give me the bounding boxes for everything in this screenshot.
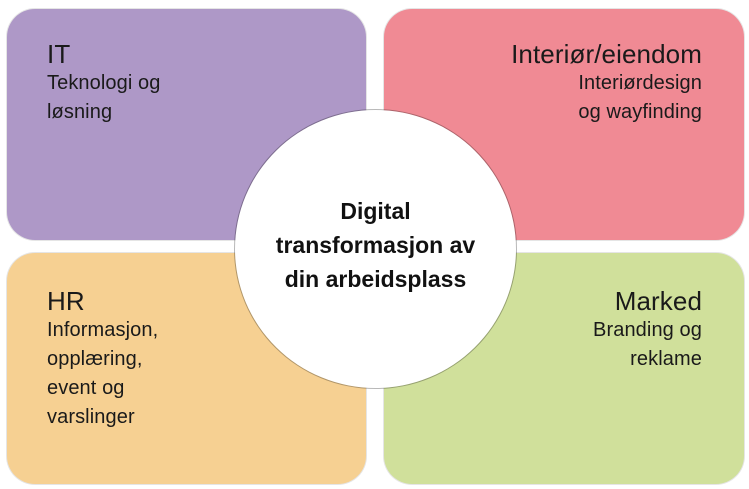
quadrant-interior-property: Interiør/eiendom Interiørdesign og wayfi… xyxy=(384,9,744,240)
quadrant-it-text: IT Teknologi og løsning xyxy=(47,39,161,127)
center-title: Digital transformasjon av din arbeidspla… xyxy=(275,198,476,292)
quadrant-interior-property-text: Interiør/eiendom Interiørdesign og wayfi… xyxy=(511,39,702,127)
quadrant-it-title: IT xyxy=(47,39,71,69)
quadrant-interior-property-title: Interiør/eiendom xyxy=(511,39,702,69)
quadrant-hr-title: HR xyxy=(47,286,85,316)
quadrant-marketing-text: Marked Branding og reklame xyxy=(593,286,702,374)
quadrant-marketing-title: Marked xyxy=(614,286,702,316)
quadrant-hr-description: Informasjon, opplæring, event og varslin… xyxy=(47,319,159,428)
quadrant-it: IT Teknologi og løsning xyxy=(7,9,366,240)
center-circle: Digital transformasjon av din arbeidspla… xyxy=(235,110,516,388)
quadrant-hr-text: HR Informasjon, opplæring, event og vars… xyxy=(47,286,158,432)
quadrant-marketing-description: Branding og reklame xyxy=(593,319,702,370)
quadrant-interior-property-description: Interiørdesign og wayfinding xyxy=(578,72,702,123)
quadrant-it-description: Teknologi og løsning xyxy=(47,72,161,123)
